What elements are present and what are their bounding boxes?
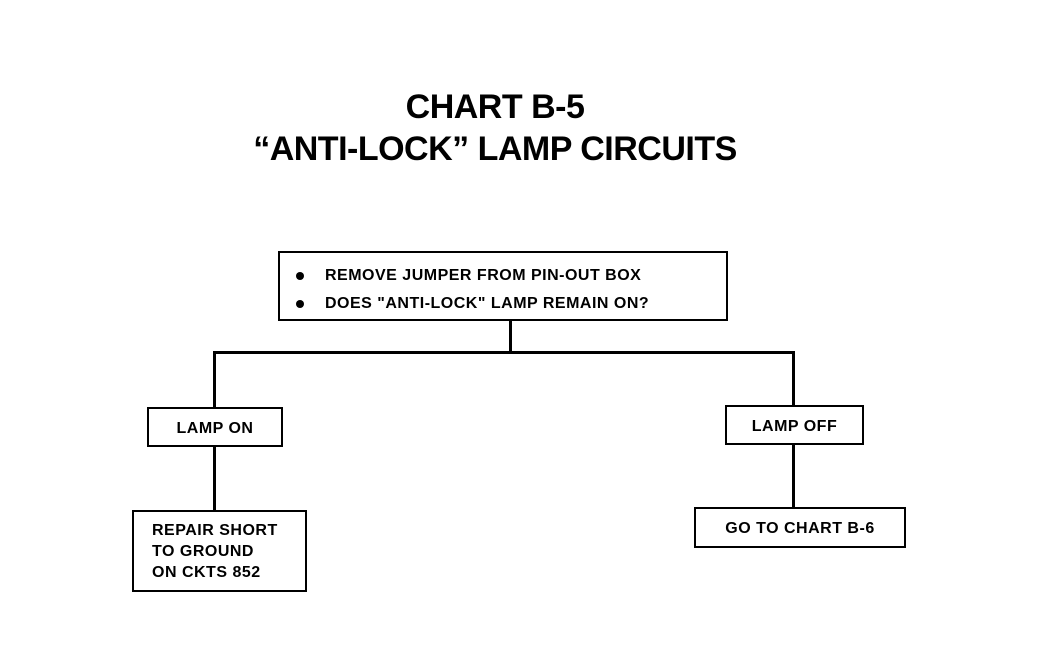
connector-lamp-on-to-repair [213, 447, 216, 511]
repair-action-line: ON CKTS 852 [152, 564, 261, 581]
lamp-on-box: LAMP ON [147, 407, 283, 447]
connector-lamp-off-to-goto [792, 445, 795, 508]
question-item: REMOVE JUMPER FROM PIN-OUT BOX [296, 262, 726, 290]
repair-action-box: REPAIR SHORT TO GROUND ON CKTS 852 [132, 510, 307, 592]
chart-subtitle: “ANTI-LOCK” LAMP CIRCUITS [253, 130, 737, 168]
bullet-icon [296, 272, 304, 280]
question-item: DOES "ANTI-LOCK" LAMP REMAIN ON? [296, 290, 726, 318]
connector-to-lamp-on [213, 351, 216, 408]
question-item-text: REMOVE JUMPER FROM PIN-OUT BOX [325, 267, 642, 285]
lamp-on-label: LAMP ON [176, 420, 254, 437]
connector-to-lamp-off [792, 351, 795, 406]
chart-title: CHART B-5 [405, 88, 585, 126]
question-item-text: DOES "ANTI-LOCK" LAMP REMAIN ON? [325, 295, 650, 313]
repair-action-line: REPAIR SHORT [152, 522, 278, 539]
question-box: REMOVE JUMPER FROM PIN-OUT BOX DOES "ANT… [278, 251, 728, 321]
connector-question-down [509, 321, 512, 354]
goto-chart-label: GO TO CHART B-6 [725, 520, 875, 537]
goto-chart-box: GO TO CHART B-6 [694, 507, 906, 548]
lamp-off-box: LAMP OFF [725, 405, 864, 445]
bullet-icon [296, 300, 304, 308]
lamp-off-label: LAMP OFF [751, 418, 838, 435]
repair-action-line: TO GROUND [152, 543, 254, 560]
connector-horizontal [213, 351, 795, 354]
